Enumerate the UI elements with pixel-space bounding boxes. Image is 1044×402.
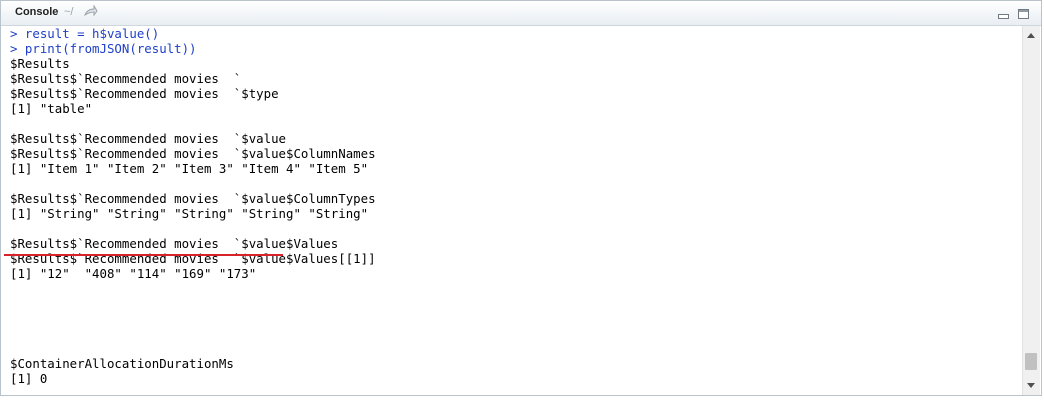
vertical-scrollbar[interactable] bbox=[1022, 26, 1040, 395]
console-output[interactable]: > result = h$value()> print(fromJSON(res… bbox=[1, 26, 1021, 395]
console-output-line: $Results$`Recommended movies `$value bbox=[10, 131, 287, 146]
console-output-line: $ContainerAllocationDurationMs bbox=[10, 356, 234, 371]
console-output-line: [1] "12" "408" "114" "169" "173" bbox=[10, 266, 257, 281]
console-titlebar: Console ~/ bbox=[1, 1, 1041, 26]
arrow-right-icon[interactable] bbox=[83, 4, 98, 23]
console-tab-title[interactable]: Console bbox=[15, 6, 59, 18]
working-directory-path: ~/ bbox=[64, 6, 74, 18]
console-input-line: > result = h$value() bbox=[10, 26, 160, 41]
console-output-line: [1] "String" "String" "String" "String" … bbox=[10, 206, 369, 221]
console-output-line: $Results$`Recommended movies ` bbox=[10, 71, 242, 86]
highlight-underline bbox=[4, 254, 283, 256]
minimize-icon[interactable] bbox=[997, 7, 1010, 19]
scroll-up-icon[interactable] bbox=[1027, 33, 1035, 38]
console-input-line: > print(fromJSON(result)) bbox=[10, 41, 197, 56]
console-output-line: $Results$`Recommended movies `$value$Val… bbox=[10, 236, 339, 251]
maximize-icon[interactable] bbox=[1017, 7, 1030, 19]
console-output-line: [1] 0 bbox=[10, 371, 48, 386]
console-output-line: $Results$`Recommended movies `$value$Col… bbox=[10, 191, 376, 206]
console-output-line: $Results$`Recommended movies `$type bbox=[10, 86, 279, 101]
console-output-line: $Results$`Recommended movies `$value$Col… bbox=[10, 146, 376, 161]
console-output-line: [1] "table" bbox=[10, 101, 93, 116]
console-output-line: $Results bbox=[10, 56, 70, 71]
scroll-down-icon[interactable] bbox=[1027, 383, 1035, 388]
console-output-line: [1] "Item 1" "Item 2" "Item 3" "Item 4" … bbox=[10, 161, 369, 176]
scrollbar-thumb[interactable] bbox=[1025, 353, 1037, 370]
